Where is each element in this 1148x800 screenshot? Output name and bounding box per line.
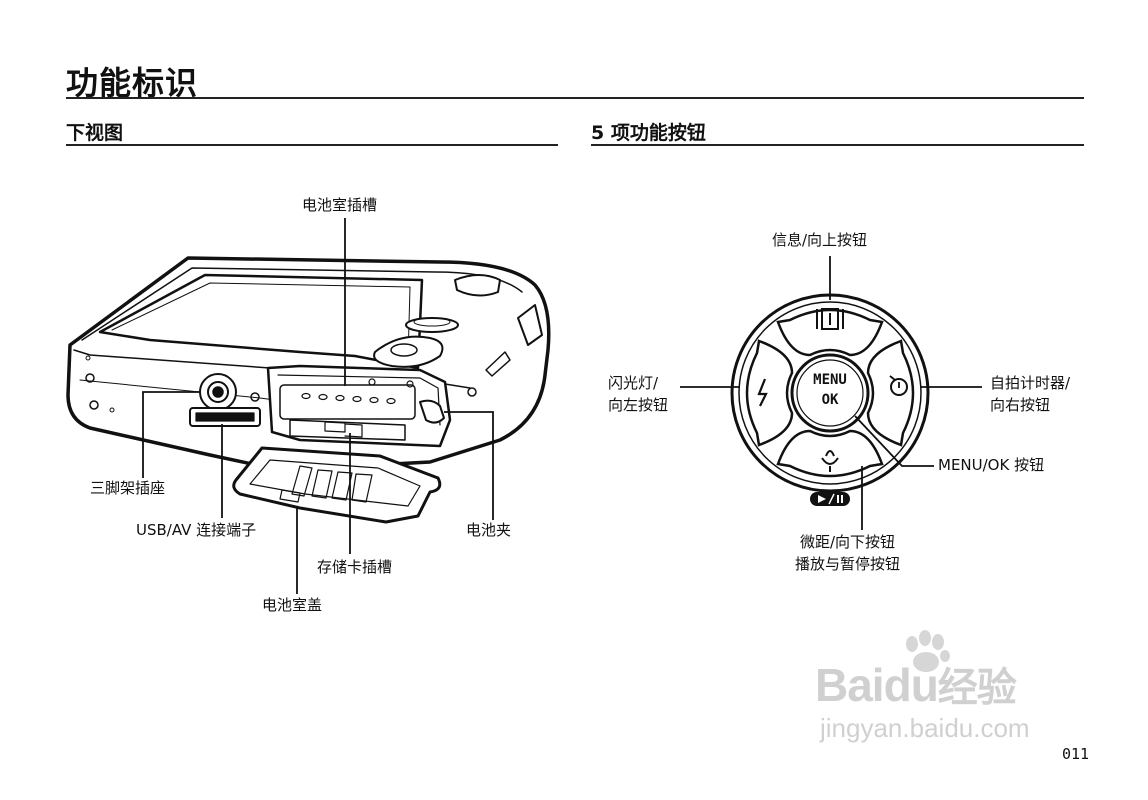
- label-tripod: 三脚架插座: [90, 479, 166, 497]
- label-left-line1: 闪光灯/: [608, 374, 659, 392]
- label-down-line1: 微距/向下按钮: [799, 533, 896, 551]
- paw-icon: [900, 630, 952, 674]
- five-button-heading: 5 项功能按钮: [591, 122, 706, 144]
- label-usb-av: USB/AV 连接端子: [136, 521, 257, 539]
- label-menu-ok: MENU/OK 按钮: [938, 456, 1045, 474]
- dial-leader-lines: [680, 256, 982, 530]
- label-up-button: 信息/向上按钮: [772, 231, 868, 249]
- camera-leader-lines: [142, 218, 494, 594]
- label-battery-slot: 电池室插槽: [302, 196, 378, 214]
- label-down-button: 微距/向下按钮 播放与暂停按钮: [795, 532, 900, 576]
- bottom-view-heading: 下视图: [66, 122, 124, 144]
- label-battery-cover: 电池室盖: [262, 596, 323, 614]
- page-title: 功能标识: [66, 64, 199, 102]
- label-right-line1: 自拍计时器/: [990, 374, 1071, 392]
- watermark-url: jingyan.baidu.com: [820, 713, 1030, 743]
- menu-ok-text-ok: OK: [821, 392, 839, 408]
- label-left-button: 闪光灯/ 向左按钮: [608, 373, 668, 417]
- watermark-jingyan: 经验: [937, 666, 1017, 710]
- label-left-line2: 向左按钮: [608, 395, 669, 414]
- five-button-rule: [591, 144, 1084, 146]
- bottom-view-rule: [66, 144, 558, 146]
- page-number: 011: [1062, 745, 1090, 763]
- menu-ok-text-menu: MENU: [813, 372, 847, 388]
- label-right-line2: 向右按钮: [990, 395, 1051, 414]
- label-card-slot: 存储卡插槽: [317, 558, 393, 576]
- label-down-line2: 播放与暂停按钮: [795, 554, 901, 573]
- menu-ok-button: MENU OK: [804, 370, 856, 410]
- title-rule: [66, 97, 1084, 99]
- play-pause-icon: [810, 492, 850, 506]
- label-right-button: 自拍计时器/ 向右按钮: [990, 373, 1070, 417]
- watermark-bai: Bai: [815, 659, 885, 711]
- label-battery-clip: 电池夹: [466, 521, 512, 539]
- camera-illustration: [66, 256, 551, 524]
